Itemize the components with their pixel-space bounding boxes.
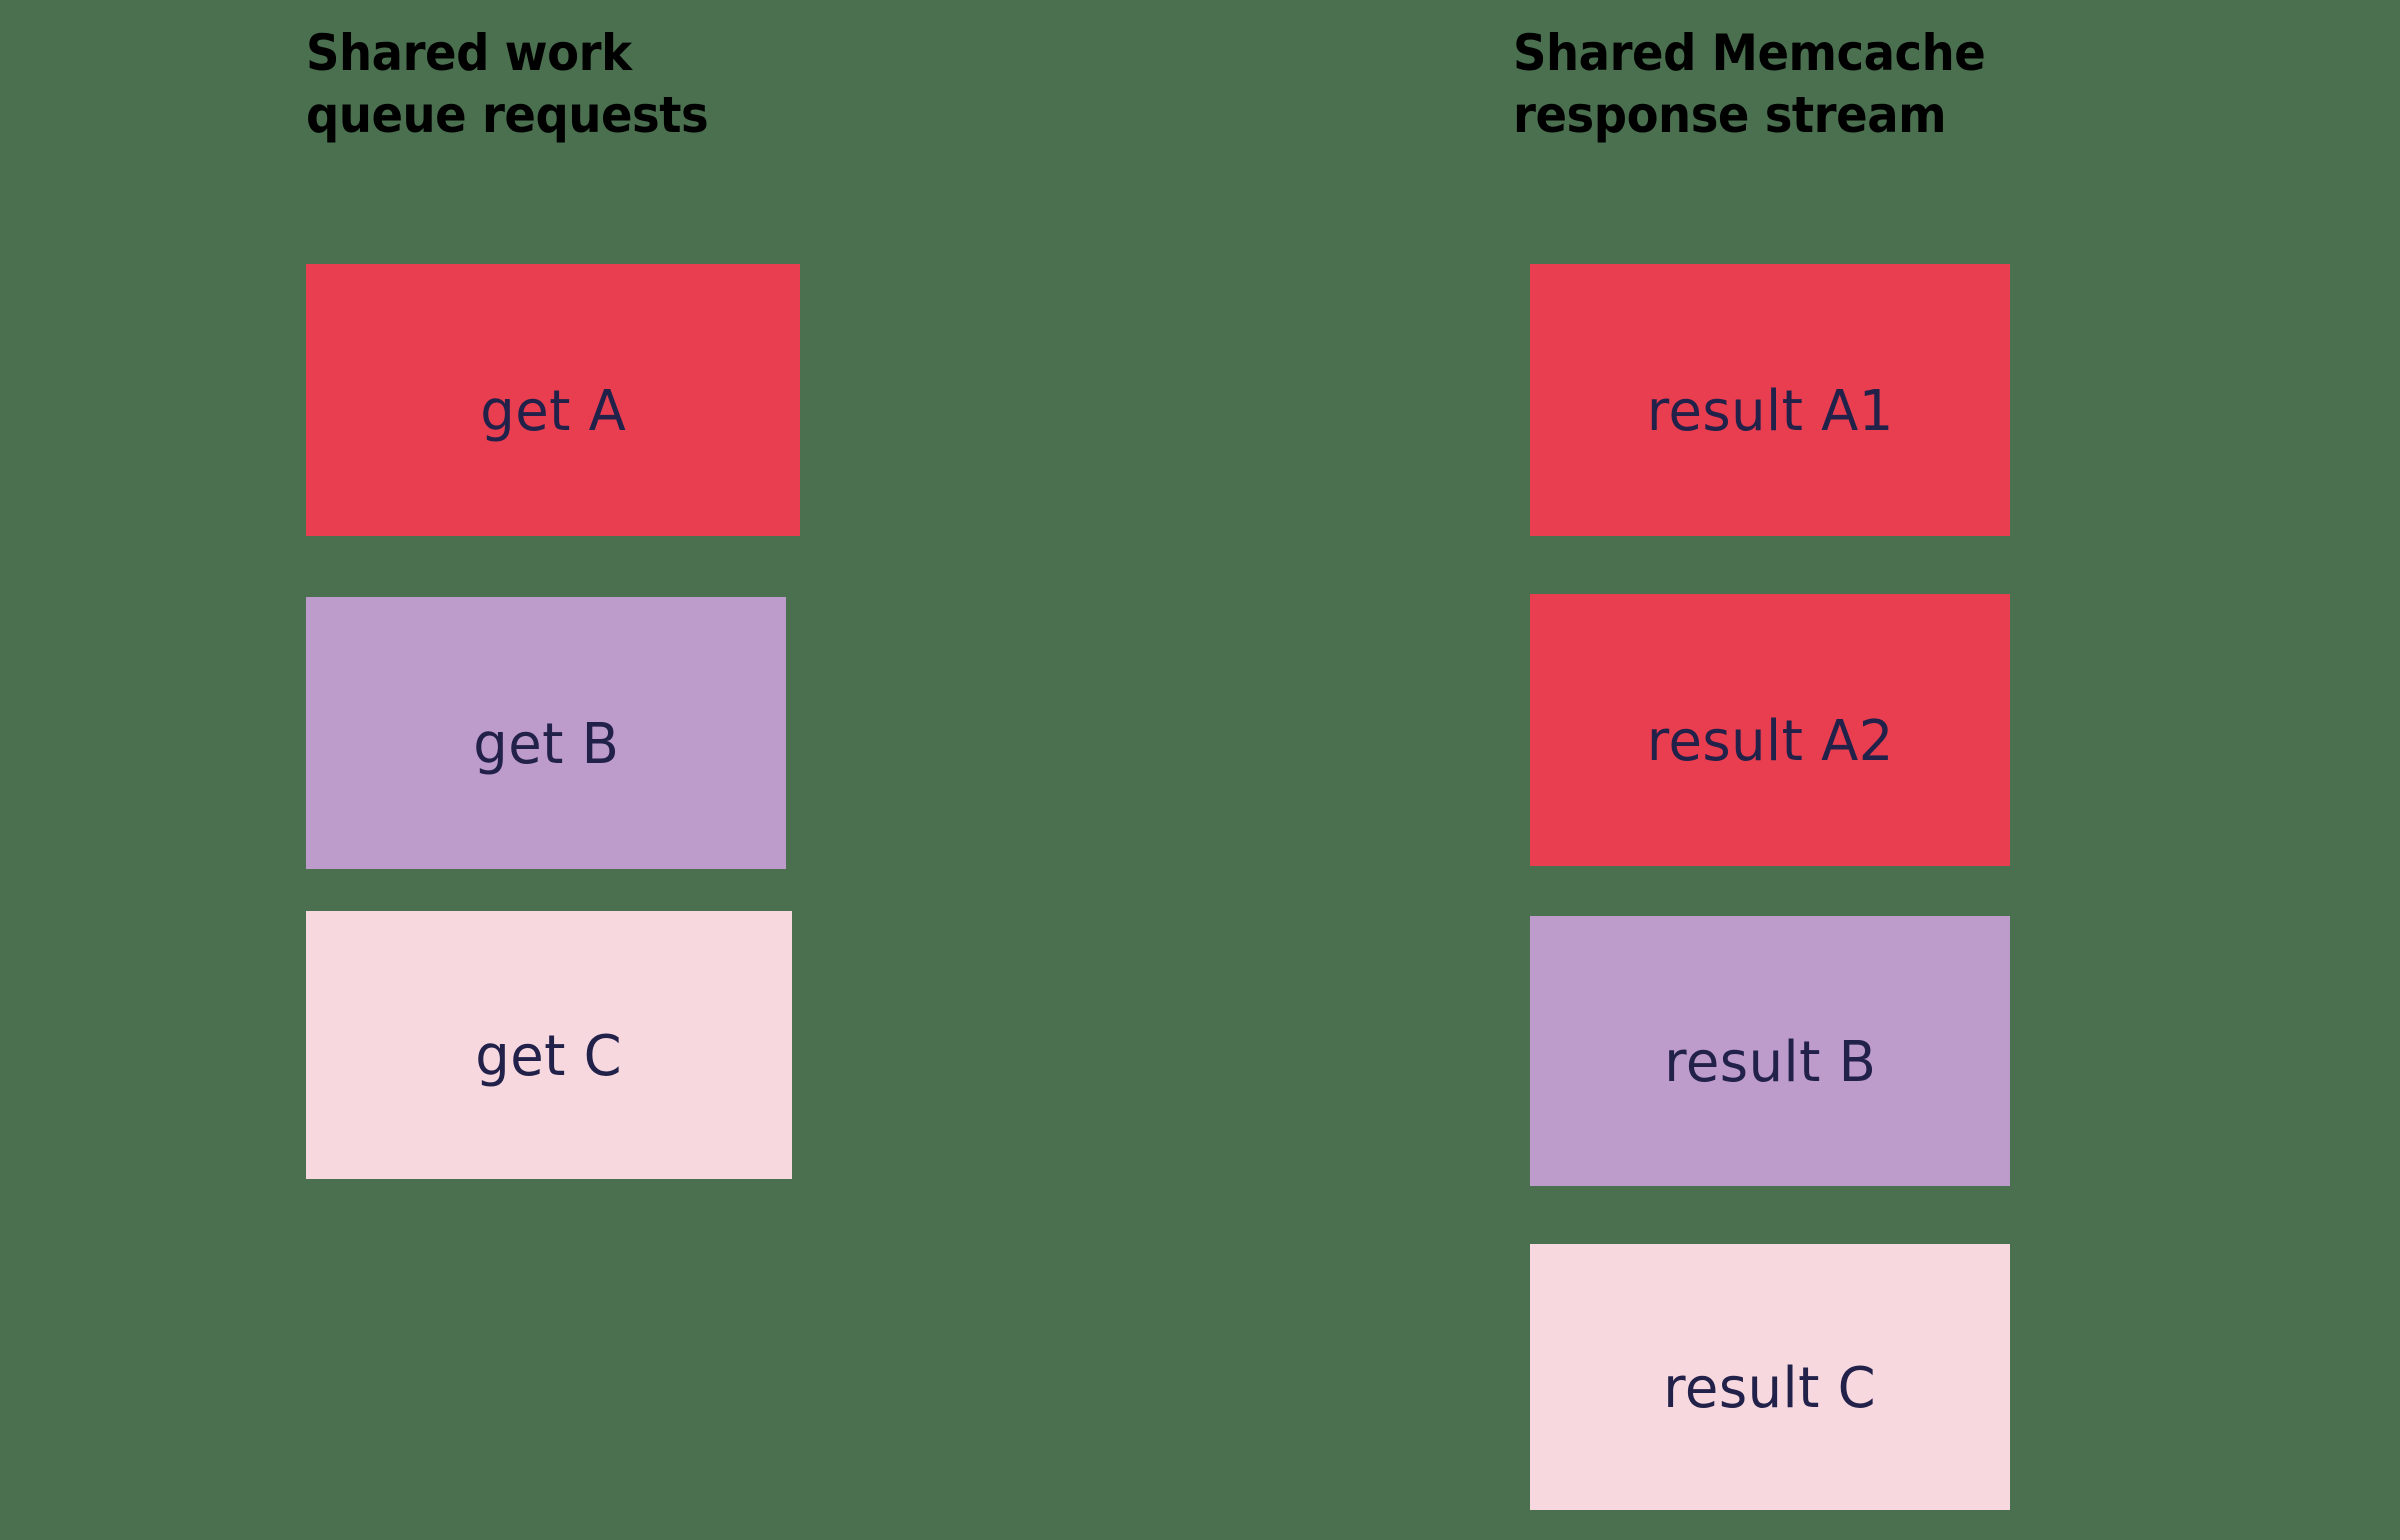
column-shared-work-queue: Shared work queue requests get A get B g… (306, 0, 826, 1540)
queue-box-label: get C (475, 1023, 623, 1089)
response-box-result-b[interactable]: result B (1530, 916, 2010, 1186)
response-box-label: result C (1663, 1355, 1877, 1421)
box-stack-right: result A1 result A2 result B result C (1530, 264, 2010, 1510)
response-box-label: result B (1663, 1029, 1877, 1095)
column-shared-memcache-response: Shared Memcache response stream result A… (1513, 0, 2033, 1540)
response-box-label: result A1 (1646, 378, 1894, 444)
queue-box-get-b[interactable]: get B (306, 597, 786, 869)
queue-box-label: get A (479, 378, 627, 444)
column-title-right: Shared Memcache response stream (1513, 24, 1986, 144)
response-box-label: result A2 (1646, 708, 1894, 774)
queue-box-get-a[interactable]: get A (306, 264, 800, 536)
box-stack-left: get A get B get C (306, 264, 800, 1179)
response-box-result-c[interactable]: result C (1530, 1244, 2010, 1510)
response-box-result-a1[interactable]: result A1 (1530, 264, 2010, 536)
queue-box-get-c[interactable]: get C (306, 911, 792, 1179)
queue-box-label: get B (472, 711, 620, 777)
column-title-left: Shared work queue requests (306, 24, 709, 144)
response-box-result-a2[interactable]: result A2 (1530, 594, 2010, 866)
